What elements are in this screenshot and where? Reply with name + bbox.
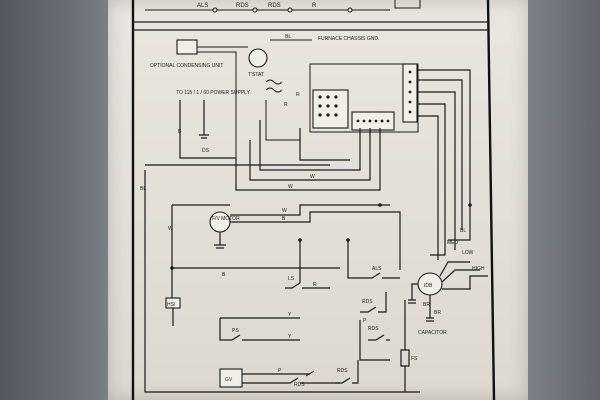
wire-code-p-2: P [363,318,367,324]
rds-switch-c [335,360,359,384]
wire-code-r-2: R [296,92,300,98]
wire-code-bl-top: BL [285,34,291,40]
wire-code-b-2: B [282,216,286,222]
wire-code-r-1: R [284,102,288,108]
wire-code-br: BR [434,310,441,316]
rds-label-c: RDS [337,368,348,374]
fan-motor-symbol [209,211,231,233]
header-terminal-3 [287,7,293,13]
gv-box [219,368,243,388]
power-supply-leads [179,100,236,159]
power-supply-label: TO 115 / 1 / 60 POWER SUPPLY [176,90,251,96]
wire-code-p-1: P [278,368,282,374]
wire-code-bl-left: BL [140,186,146,192]
control-board-outline [309,63,419,133]
ps-switch [219,317,300,341]
speed-high-label: HIGH [472,266,485,272]
condensing-unit-box [176,39,198,55]
header-als-label: ALS [197,3,208,9]
wire-code-ds: DS [202,148,210,154]
wire-code-y-1: Y [288,312,292,318]
header-wire [145,0,421,11]
fan-motor-label: F/V MOTOR [212,216,240,222]
idb-speed-wires [439,261,488,290]
left-bus-wire [144,164,420,393]
hsi-feed-wire [171,204,340,269]
ps-label: PS [232,328,239,334]
wire-code-b-1: B [178,129,182,135]
tstat-symbol [248,48,268,68]
wire-code-w-2: W [288,184,293,190]
speed-low-label: LOW [462,250,474,256]
condensing-unit-label: OPTIONAL CONDENSING UNIT [150,63,223,69]
wire-code-b-3: B [222,272,226,278]
fs-label: FS [411,356,418,362]
furnace-panel-left [0,0,108,400]
rds-label-d: RDS [294,382,305,388]
wire-code-w-4: W [168,226,173,232]
furnace-panel-right [520,0,600,400]
chassis-ground-label: FURNACE CHASSIS GND. [318,36,379,42]
wire-code-br-2: BR [423,302,430,308]
header-terminal-4 [347,7,353,13]
wire-code-w-3: W [282,208,287,214]
ls-label: LS [288,276,295,282]
header-terminal-1 [212,7,218,13]
tstat-label: T'STAT [248,72,264,78]
gv-label: GV [225,377,233,383]
control-board-left [312,89,349,129]
capacitor-leads [408,283,434,322]
rds-switch-b [359,320,390,361]
junction-dots [170,203,472,270]
ls-switch [285,240,330,289]
rds-switch-d [305,370,315,377]
fan-motor-wires [214,204,401,270]
rds-label-a: RDS [362,299,373,305]
header-terminal-2 [252,7,258,13]
gv-wires [242,373,340,384]
header-rds-label-2: RDS [268,3,281,9]
capacitor-label: CAPACITOR [418,330,447,336]
als-label: ALS [372,266,382,272]
wire-code-w-1: W [310,174,315,180]
hsi-leads [171,268,174,326]
harness-bundle [235,69,471,260]
header-r-label: R [312,3,317,9]
hsi-label: HSI [167,302,175,308]
condensing-unit-wires [197,46,248,180]
rds-label-b: RDS [368,326,379,332]
header-rds-label-1: RDS [236,3,249,9]
wire-code-bl-right: BL [460,228,466,234]
terminal-strip [351,111,395,131]
fs-fuse [400,300,410,392]
speed-med-label: MED [447,240,459,246]
wiring-diagram-sheet [108,0,528,400]
diagram-border-right [486,0,496,400]
wire-code-y-2: Y [288,334,292,340]
transformer-coil [265,79,300,141]
idb-label: IDB [424,283,433,289]
rds-switch-a [360,292,387,313]
als-switch [347,240,400,279]
wire-code-r-3: R [313,282,317,288]
board-terminals [318,70,412,123]
